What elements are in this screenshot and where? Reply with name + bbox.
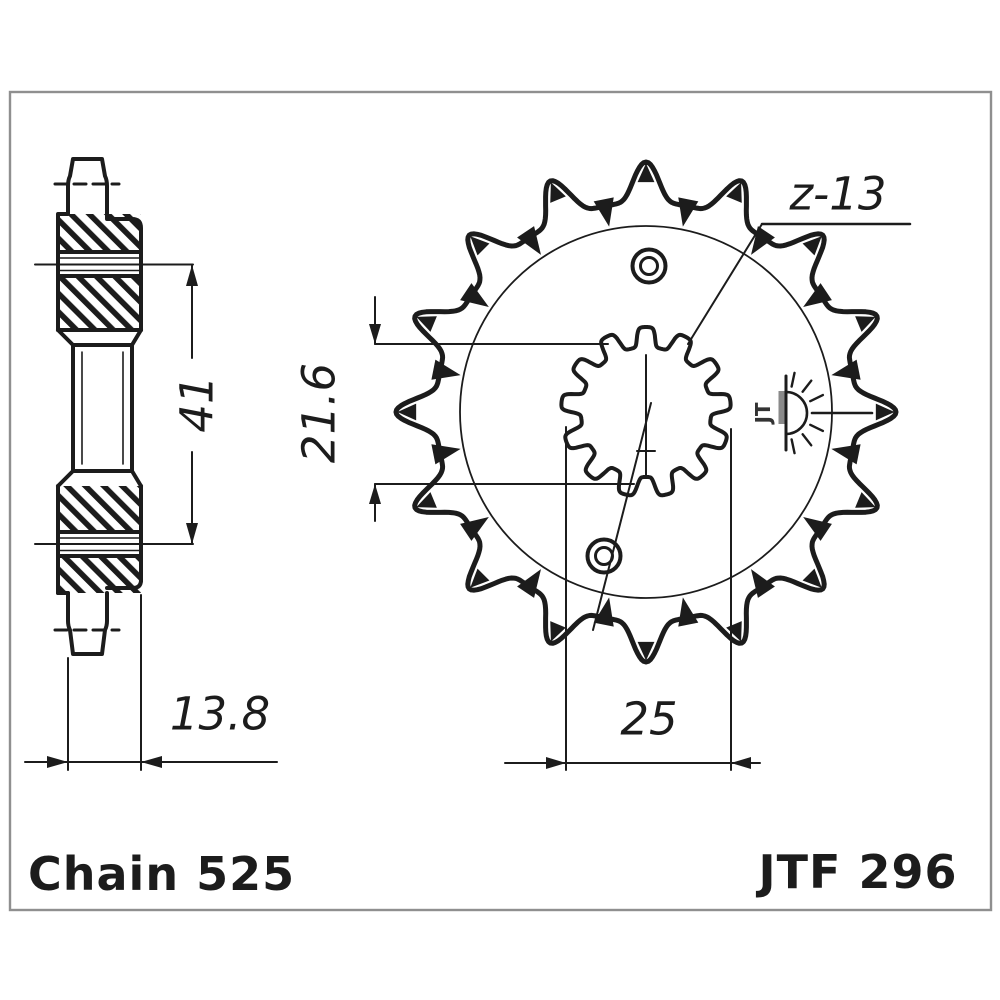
dimension-spline-minor — [369, 296, 635, 522]
dimension-overall-width — [24, 594, 278, 771]
dimension-hub-length — [186, 264, 198, 545]
spline-minor-diameter-label: 21.6 — [292, 362, 346, 464]
spline-major-diameter-label: 25 — [620, 692, 678, 746]
front-view — [393, 159, 899, 665]
drawing-frame — [8, 90, 993, 912]
teeth-count-leader — [687, 222, 912, 345]
cross-section-view — [34, 157, 194, 656]
dimension-spline-major — [504, 426, 761, 771]
part-number-label: JTF 296 — [758, 845, 958, 899]
jt-logo-text: JT — [751, 402, 775, 424]
hub-length-dimension-label: 41 — [170, 375, 224, 433]
jt-sunrise-logo — [778, 371, 874, 455]
teeth-count-label: z-13 — [789, 167, 887, 221]
chain-size-label: Chain 525 — [28, 847, 296, 901]
overall-width-dimension-label: 13.8 — [169, 687, 271, 741]
